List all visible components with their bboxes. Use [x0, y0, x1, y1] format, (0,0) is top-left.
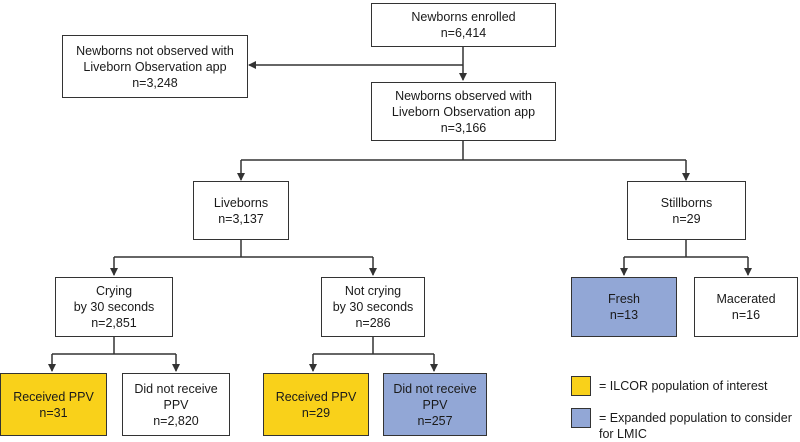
node-label: by 30 seconds: [73, 300, 155, 314]
node-count: n=3,166: [440, 120, 487, 135]
node-label: Macerated: [716, 292, 776, 306]
node-label: Newborns not observed with: [76, 43, 234, 58]
legend-text-expanded-line2: for LMIC: [599, 427, 647, 441]
node-newborns-observed: Newborns observed with Liveborn Observat…: [371, 82, 556, 141]
node-count: n=31: [39, 405, 68, 420]
node-label: Liveborns: [213, 195, 269, 210]
node-stillborns: Stillborns n=29: [627, 181, 746, 240]
node-label: Did not receive: [393, 381, 477, 396]
node-label: Newborns observed with: [395, 88, 532, 103]
node-crying-received-ppv: Received PPV n=31: [0, 373, 107, 436]
node-label: Did not receive: [134, 381, 218, 396]
node-count: n=6,414: [440, 26, 487, 40]
node-count: n=2,851: [91, 316, 137, 330]
node-count: n=257: [417, 413, 453, 428]
legend-swatch-expanded: [571, 408, 591, 428]
node-not-crying: Not crying by 30 seconds n=286: [321, 277, 425, 337]
node-label: Newborns enrolled: [411, 10, 516, 24]
node-label: Fresh: [608, 292, 640, 306]
node-notcrying-received-ppv: Received PPV n=29: [263, 373, 369, 436]
node-count: n=16: [731, 308, 761, 322]
node-label: PPV: [422, 397, 448, 412]
node-label: Received PPV: [13, 389, 94, 404]
node-liveborns: Liveborns n=3,137: [193, 181, 289, 240]
node-label: Crying: [95, 284, 133, 298]
legend-label-ilcor: = ILCOR population of interest: [599, 378, 768, 394]
node-newborns-not-observed: Newborns not observed with Liveborn Obse…: [62, 35, 248, 98]
node-label: PPV: [163, 397, 189, 412]
node-label: by 30 seconds: [332, 300, 414, 314]
node-count: n=286: [355, 316, 391, 330]
node-newborns-enrolled: Newborns enrolled n=6,414: [371, 3, 556, 47]
node-crying-no-ppv: Did not receive PPV n=2,820: [122, 373, 230, 436]
node-fresh: Fresh n=13: [571, 277, 677, 337]
legend-text-expanded-line1: = Expanded population to consider: [599, 411, 792, 425]
node-count: n=29: [301, 405, 331, 420]
node-label: Liveborn Observation app: [391, 104, 536, 119]
node-label: Not crying: [344, 284, 402, 298]
node-label: Stillborns: [660, 195, 713, 210]
node-label: Liveborn Observation app: [83, 59, 227, 74]
legend-label-expanded: = Expanded population to consider for LM…: [599, 410, 792, 442]
legend-swatch-ilcor: [571, 376, 591, 396]
node-count: n=2,820: [153, 413, 199, 428]
node-crying: Crying by 30 seconds n=2,851: [55, 277, 173, 337]
legend-text-ilcor: = ILCOR population of interest: [599, 379, 768, 393]
node-count: n=3,248: [132, 75, 178, 90]
node-macerated: Macerated n=16: [694, 277, 798, 337]
node-notcrying-no-ppv: Did not receive PPV n=257: [383, 373, 487, 436]
node-count: n=3,137: [218, 211, 264, 226]
node-count: n=13: [609, 308, 639, 322]
node-count: n=29: [672, 211, 701, 226]
node-label: Received PPV: [275, 389, 357, 404]
